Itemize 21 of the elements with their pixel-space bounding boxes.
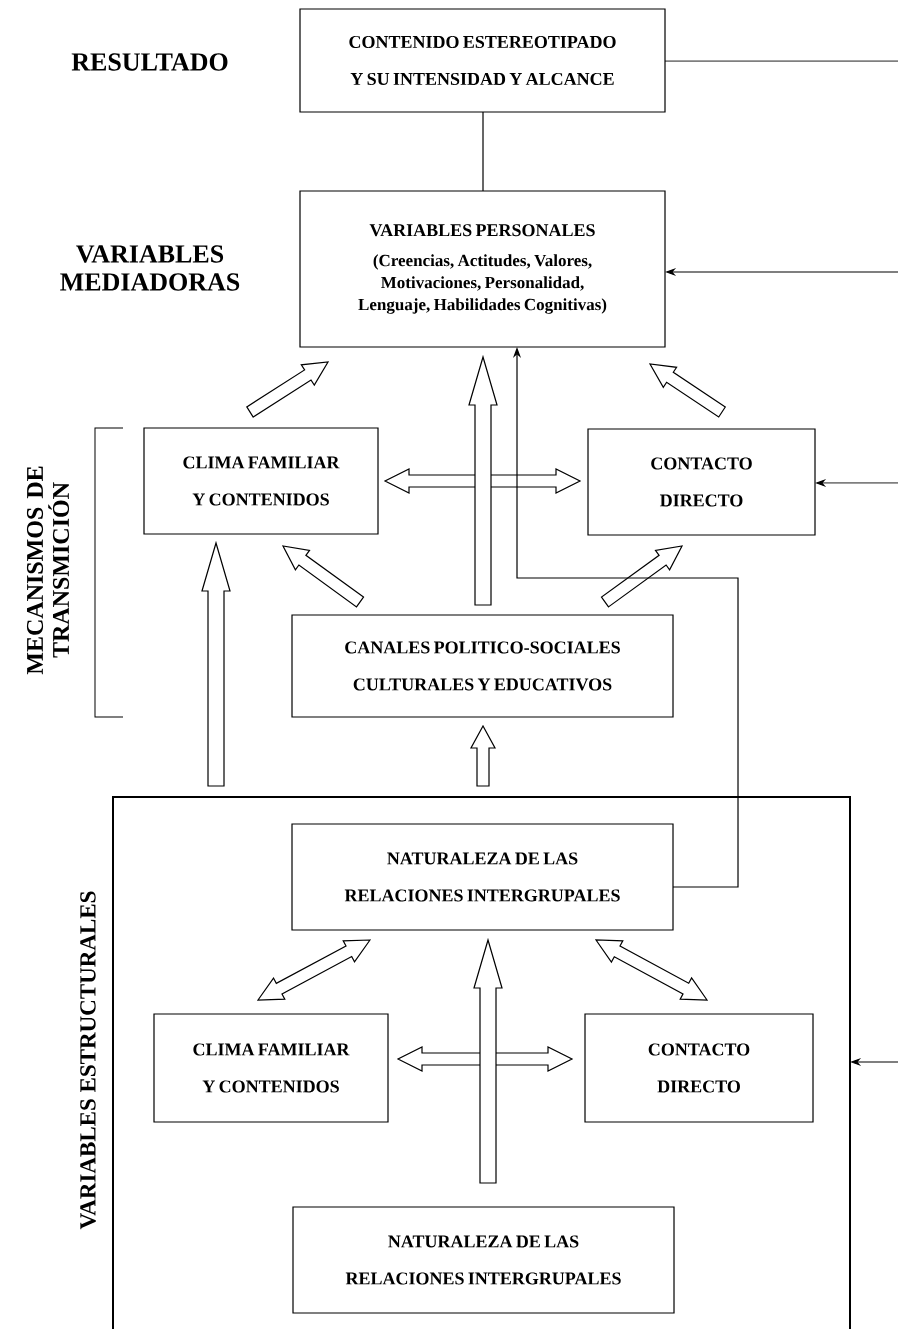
block-arrow: [600, 545, 684, 608]
concept-box: NATURALEZA DE LAS RELACIONES INTERGRUPALES: [292, 1206, 675, 1314]
connector-line: [664, 60, 898, 62]
section-heading: VARIABLES MEDIADORAS: [60, 245, 240, 291]
concept-box: CLIMA FAMILIAR Y CONTENIDOS: [143, 427, 379, 535]
vertical-heading: MECANISMOS DE TRANSMICIÓN: [26, 466, 70, 675]
concept-box: VARIABLES PERSONALES (Creencias, Actitudes, Valores, Motivaciones, Personalidad, Lenguaje, Habilidades Cognitivas): [299, 190, 666, 348]
section-heading: RESULTADO: [71, 53, 228, 71]
block-arrow: [468, 354, 498, 606]
concept-box: CONTACTO DIRECTO: [587, 428, 816, 536]
concept-box: CLIMA FAMILIAR Y CONTENIDOS: [153, 1013, 389, 1123]
connector-line: [482, 111, 484, 192]
block-arrow: [281, 545, 365, 608]
vertical-heading: VARIABLES ESTRUCTURALES: [80, 891, 96, 1230]
concept-box: CONTACTO DIRECTO: [584, 1013, 814, 1123]
block-arrow: [470, 724, 496, 787]
concept-box: CONTENIDO ESTEREOTIPADO Y SU INTENSIDAD Y ALCANCE: [299, 8, 666, 113]
block-arrow: [473, 937, 503, 1184]
concept-box: CANALES POLITICO-SOCIALES CULTURALES Y EDUCATIVOS: [291, 614, 674, 718]
concept-box: NATURALEZA DE LAS RELACIONES INTERGRUPALES: [291, 823, 674, 931]
block-arrow: [201, 540, 231, 787]
